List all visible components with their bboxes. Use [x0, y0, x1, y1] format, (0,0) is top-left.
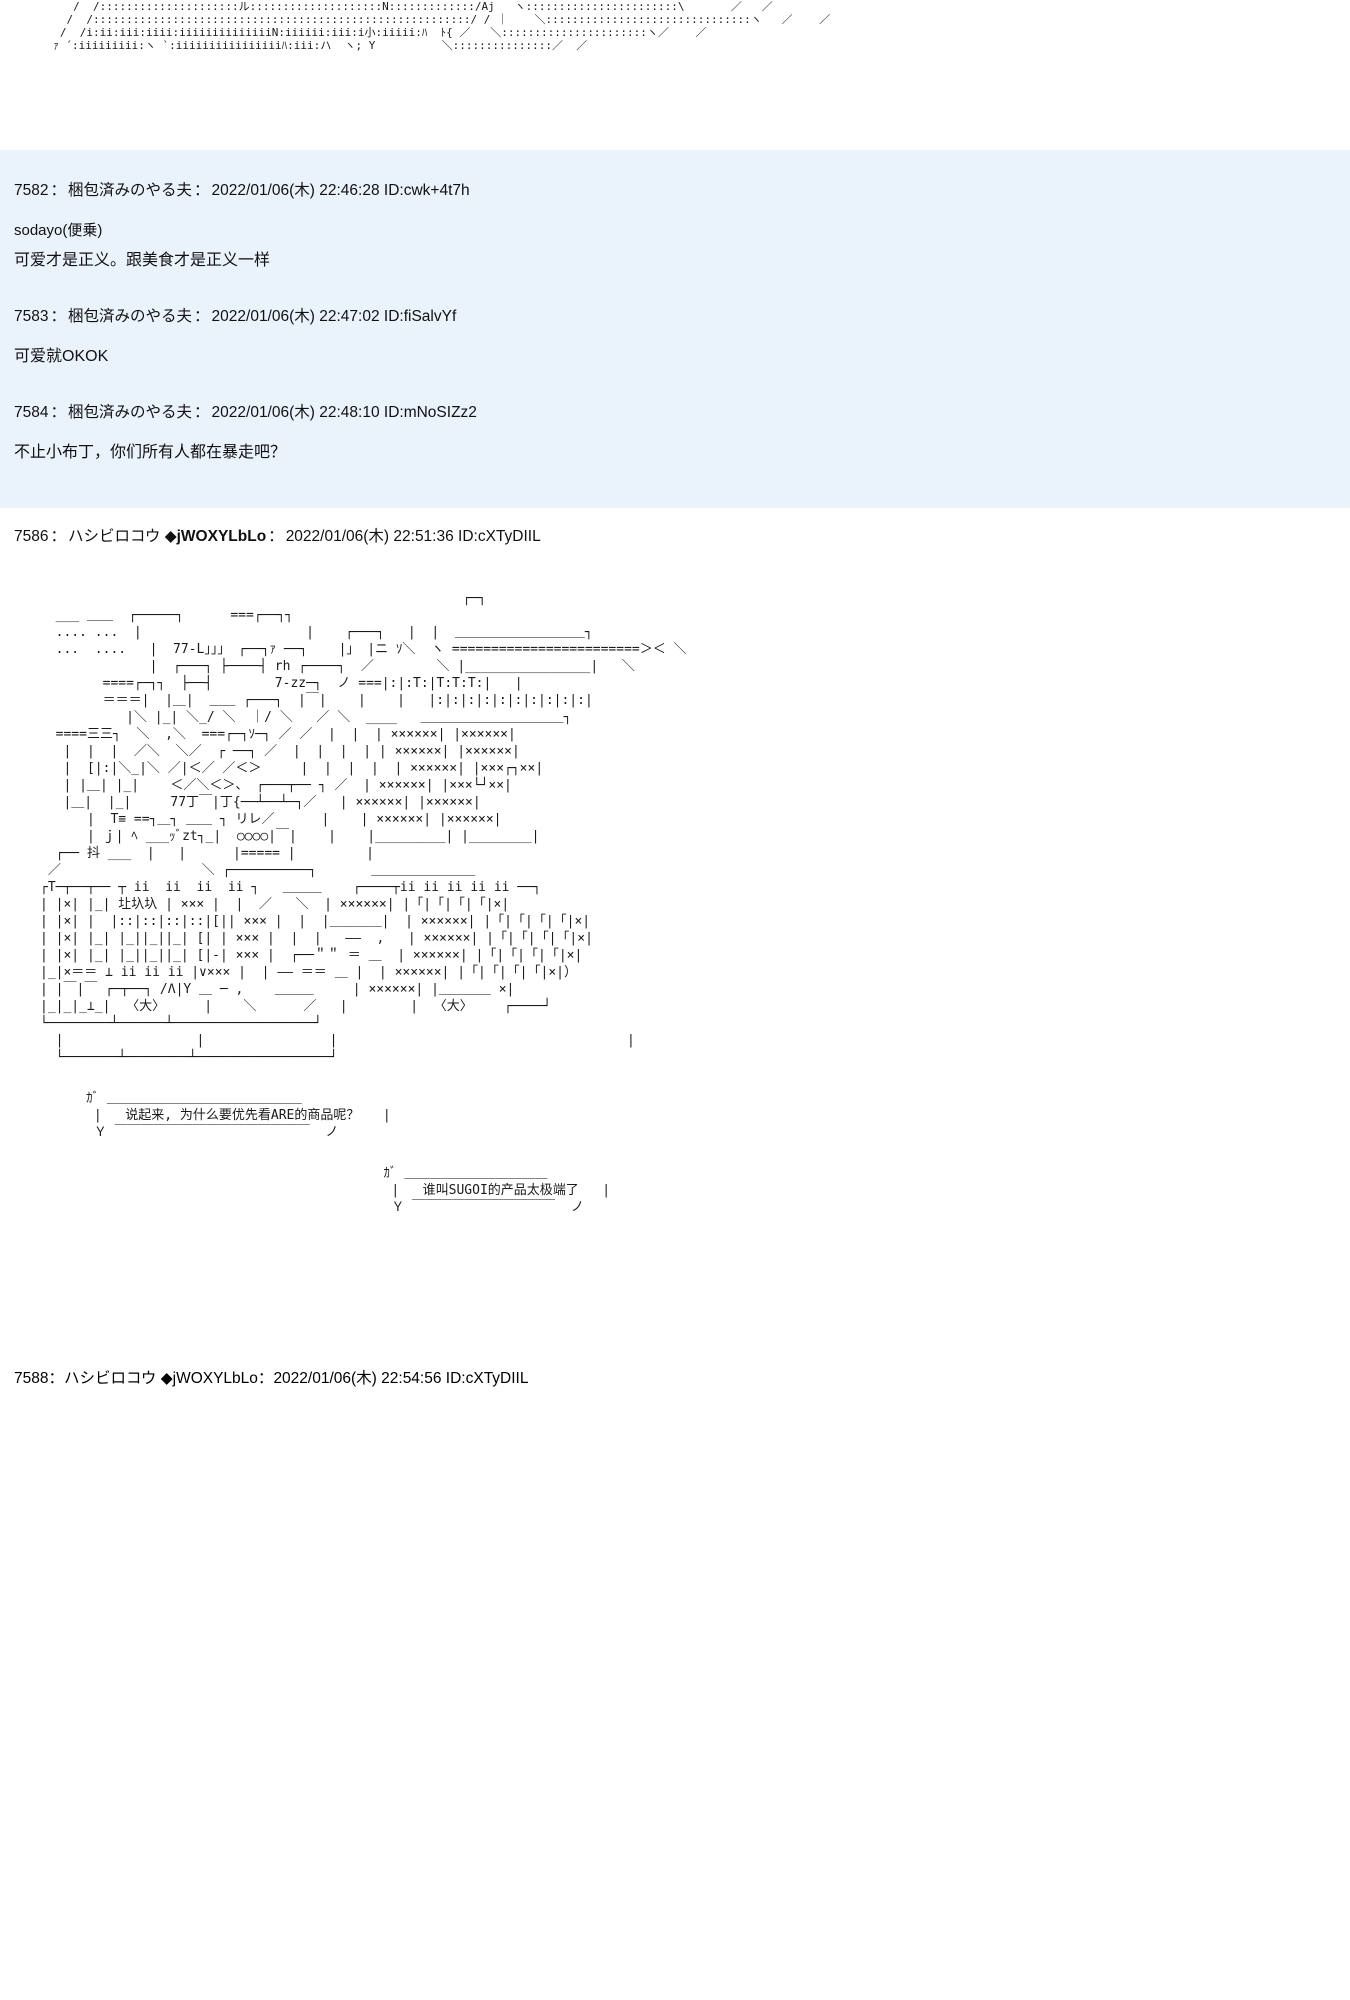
post-id: ID:mNoSIZz2	[383, 404, 477, 421]
post-author: 梱包済みのやる夫	[68, 182, 193, 199]
post-number[interactable]: 7586	[14, 528, 49, 545]
post-author: ハシビロコウ	[64, 1370, 157, 1387]
post-band: 7582：梱包済みのやる夫：2022/01/06(木) 22:46:28 ID:…	[0, 150, 1350, 508]
colon-separator: ：	[50, 528, 66, 545]
post-7586[interactable]: 7586：ハシビロコウ ◆jWOXYLbLo：2022/01/06(木) 22:…	[0, 508, 1350, 552]
colon-separator: ：	[50, 182, 66, 199]
post-number[interactable]: 7583	[14, 308, 49, 325]
post-body-line: 可爱才是正义。跟美食才是正义一样	[14, 252, 271, 269]
post-header: 7583：梱包済みのやる夫：2022/01/06(木) 22:47:02 ID:…	[14, 294, 1336, 332]
post-header: 7582：梱包済みのやる夫：2022/01/06(木) 22:46:28 ID:…	[14, 168, 1336, 206]
colon-separator: ：	[50, 308, 66, 325]
spacer	[0, 1066, 1350, 1090]
post-tripcode: ◆jWOXYLbLo	[160, 1370, 258, 1387]
post-7583[interactable]: 7583：梱包済みのやる夫：2022/01/06(木) 22:47:02 ID:…	[0, 294, 1350, 390]
post-number[interactable]: 7588	[14, 1370, 49, 1387]
post-body: 可爱就OKOK	[14, 332, 1336, 390]
post-number[interactable]: 7584	[14, 404, 49, 421]
post-date: 2022/01/06(木) 22:48:10	[211, 404, 380, 421]
thread-page: / /:::::::::::::::::::::ル:::::::::::::::…	[0, 0, 1350, 1392]
speech-bubble-2: ｶﾞ ＿＿＿＿＿＿＿＿＿＿＿ | 谁叫SUGOI的产品太极端了 | Ｙ ￣￣￣￣…	[383, 1166, 611, 1215]
post-author: 梱包済みのやる夫	[68, 404, 193, 421]
spacer	[0, 1141, 1350, 1165]
post-date: 2022/01/06(木) 22:47:02	[211, 308, 380, 325]
shop-ascii-art-stage: ┌─┐ ___ ＿＿ ┌─────┐ ===┌──┐┐ .... ... | |…	[0, 576, 1350, 1066]
post-body: 不止小布丁，你们所有人都在暴走吧？	[14, 428, 1336, 486]
post-author: 梱包済みのやる夫	[68, 308, 193, 325]
post-body-line: 可爱就OKOK	[14, 348, 109, 365]
colon-separator: ：	[50, 404, 66, 421]
colon-separator: ：	[48, 1370, 64, 1387]
post-date: 2022/01/06(木) 22:51:36	[285, 528, 454, 545]
speech-bubble-1: ｶﾞ ＿＿＿＿＿＿＿＿＿＿＿＿＿＿＿ | 说起来, 为什么要优先看ARE的商品呢…	[86, 1091, 391, 1140]
post-date: 2022/01/06(木) 22:46:28	[211, 182, 380, 199]
spacer	[0, 552, 1350, 576]
post-author: ハシビロコウ	[68, 528, 161, 545]
post-body: sodayo(便乗) 可爱才是正义。跟美食才是正义一样	[14, 206, 1336, 294]
post-id: ID:cXTyDIIL	[458, 528, 541, 545]
post-id: ID:fiSalvYf	[383, 308, 457, 325]
shop-ascii-art: ┌─┐ ___ ＿＿ ┌─────┐ ===┌──┐┐ .... ... | |…	[40, 591, 687, 1065]
post-tripcode: ◆jWOXYLbLo	[164, 528, 267, 545]
colon-separator: ：	[257, 1370, 274, 1387]
colon-separator: ：	[194, 182, 210, 199]
post-date: 2022/01/06(木) 22:54:56	[273, 1370, 442, 1387]
post-id: ID:cwk+4t7h	[383, 182, 470, 199]
post-7588[interactable]: 7588：ハシビロコウ ◆jWOXYLbLo：2022/01/06(木) 22:…	[0, 1366, 1350, 1392]
colon-separator: ：	[268, 528, 284, 545]
spacer	[0, 1216, 1350, 1366]
post-header: 7586：ハシビロコウ ◆jWOXYLbLo：2022/01/06(木) 22:…	[14, 508, 1336, 552]
post-7582[interactable]: 7582：梱包済みのやる夫：2022/01/06(木) 22:46:28 ID:…	[0, 168, 1350, 294]
post-header: 7584：梱包済みのやる夫：2022/01/06(木) 22:48:10 ID:…	[14, 390, 1336, 428]
colon-separator: ：	[194, 308, 210, 325]
post-body-line: 不止小布丁，你们所有人都在暴走吧？	[14, 444, 287, 461]
post-7584[interactable]: 7584：梱包済みのやる夫：2022/01/06(木) 22:48:10 ID:…	[0, 390, 1350, 486]
top-ascii-art: / /:::::::::::::::::::::ル:::::::::::::::…	[53, 0, 831, 52]
post-body-line: sodayo(便乗)	[14, 222, 103, 239]
post-id: ID:cXTyDIIL	[445, 1370, 529, 1387]
post-number[interactable]: 7582	[14, 182, 49, 199]
colon-separator: ：	[194, 404, 210, 421]
